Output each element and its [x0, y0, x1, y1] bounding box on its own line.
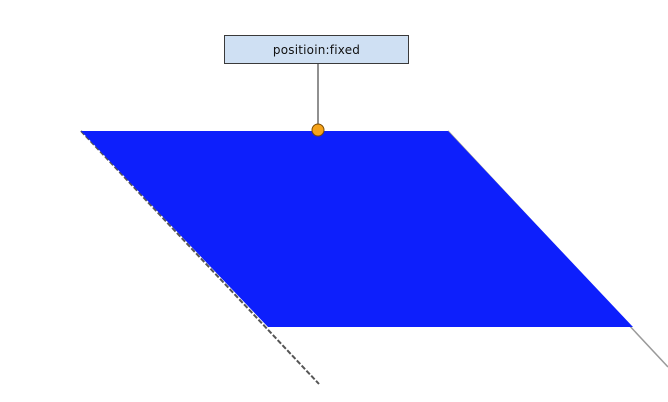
fixed-plane	[81, 131, 633, 327]
left-edge-line	[80, 130, 320, 385]
callout-label-box: positioin:fixed	[224, 35, 409, 64]
callout-label: positioin:fixed	[272, 42, 361, 57]
anchor-dot	[311, 123, 325, 137]
